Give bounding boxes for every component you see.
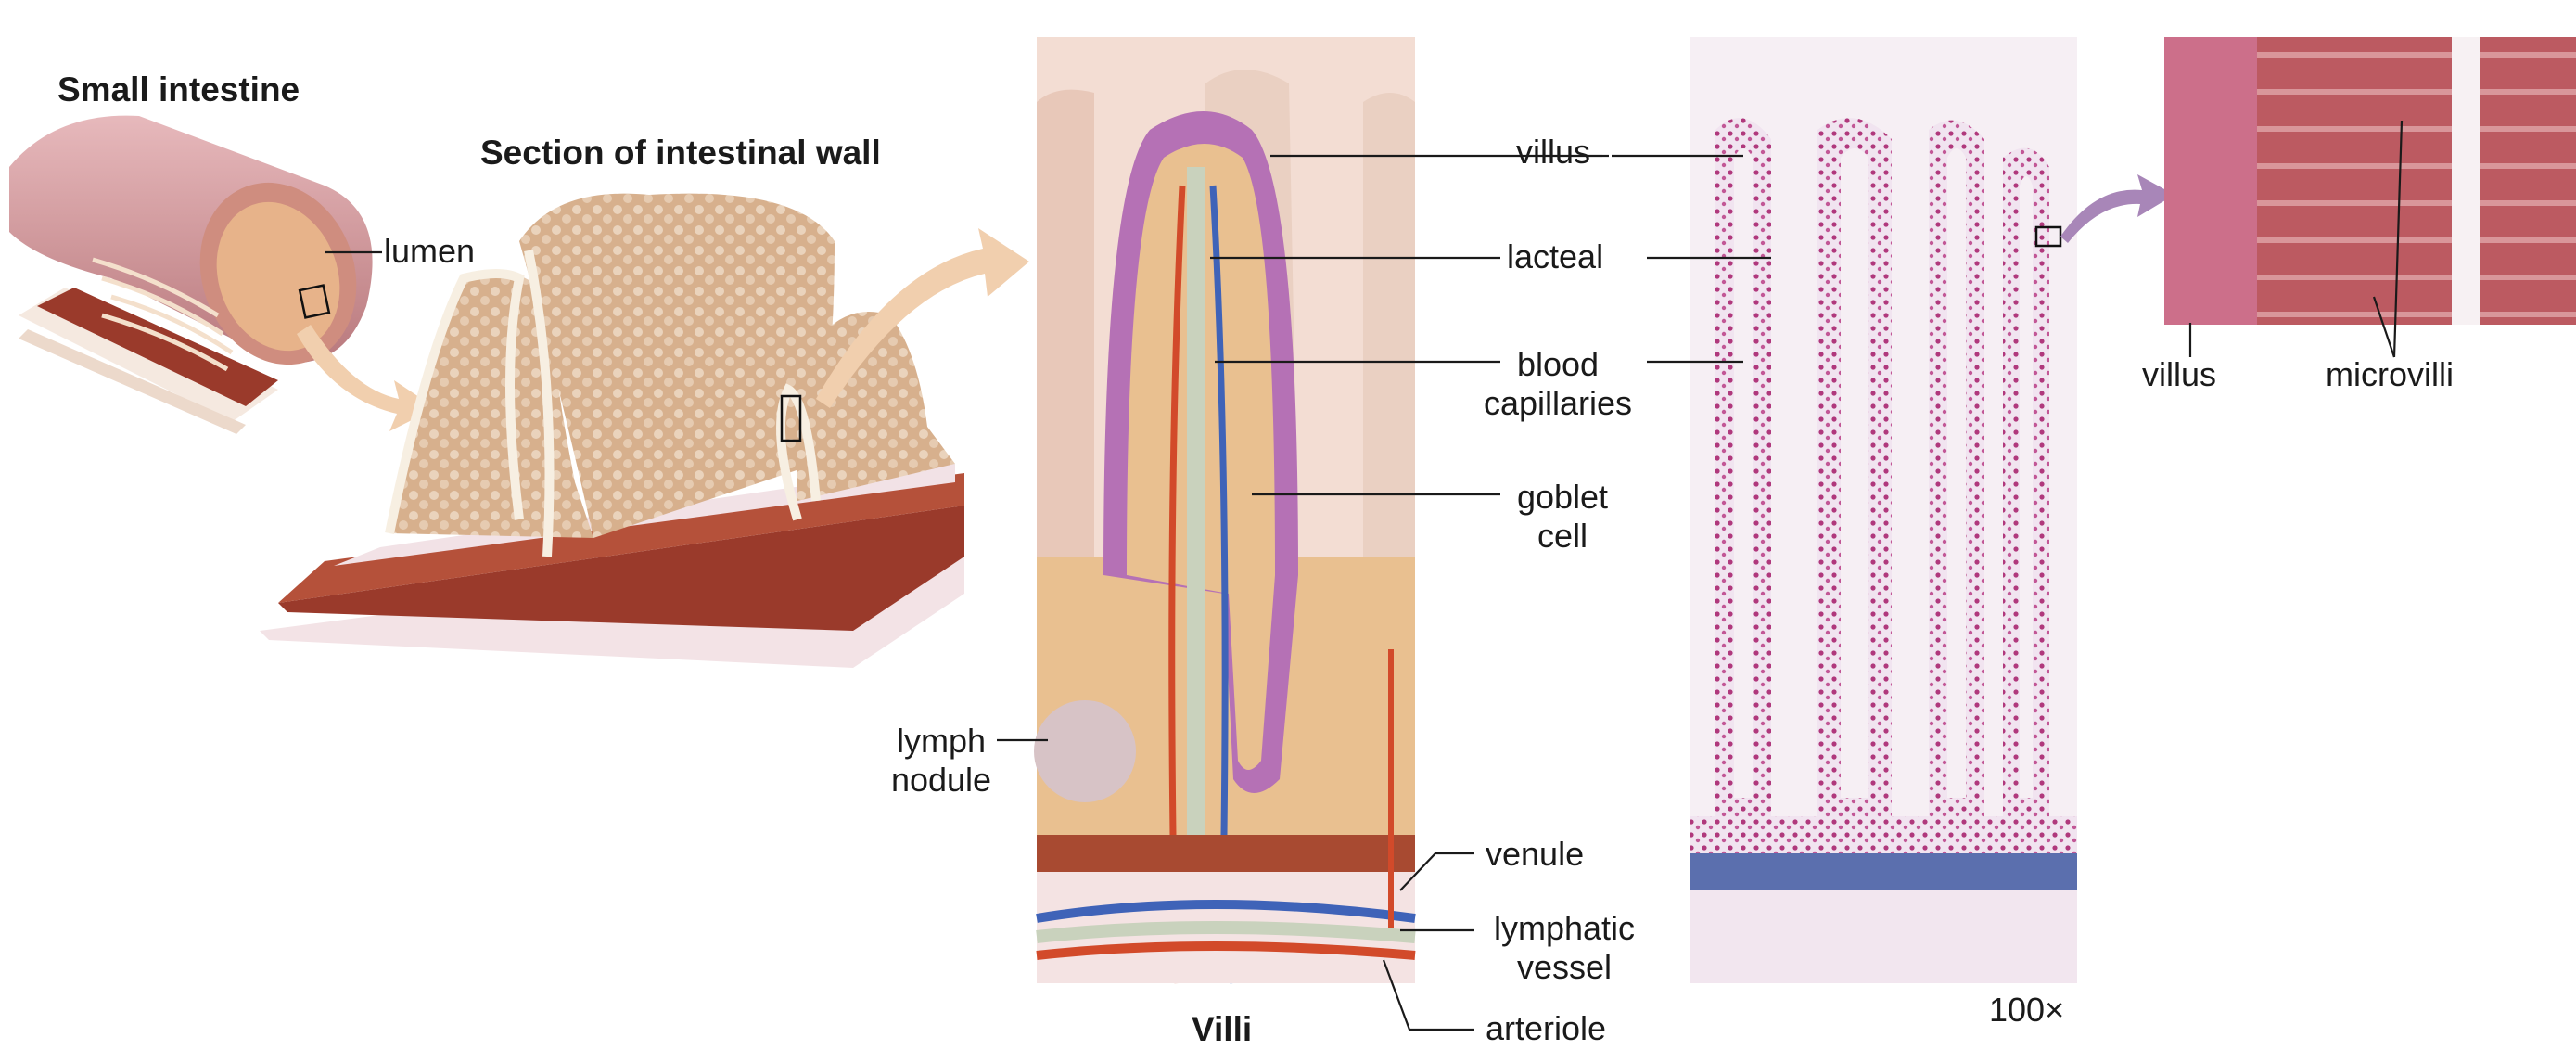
small-intestine-drawing bbox=[9, 115, 373, 434]
venule-label: venule bbox=[1486, 835, 1585, 873]
lacteal-label: lacteal bbox=[1507, 237, 1604, 275]
zoom-arrow-2 bbox=[816, 228, 1029, 408]
section-title: Section of intestinal wall bbox=[480, 134, 881, 172]
lymphatic-vessel-label: lymphatic vessel bbox=[1493, 909, 1636, 987]
goblet-cell-label: goblet cell bbox=[1516, 478, 1609, 556]
magnification-label: 100× bbox=[1989, 991, 2065, 1029]
intestinal-wall-block bbox=[260, 193, 964, 668]
lumen-label: lumen bbox=[384, 232, 476, 270]
microvilli-label: microvilli bbox=[2326, 355, 2454, 393]
micrograph-villus-label: villus bbox=[2142, 355, 2217, 393]
zoom-arrow-3 bbox=[2060, 174, 2174, 243]
villus-label: villus bbox=[1516, 133, 1591, 171]
arteriole-label: arteriole bbox=[1486, 1009, 1607, 1047]
villi-diagram bbox=[1034, 37, 1416, 984]
zoom-arrow-1 bbox=[297, 325, 436, 431]
small-intestine-title: Small intestine bbox=[57, 70, 300, 109]
villi-title: Villi bbox=[1192, 1010, 1253, 1048]
blood-capillaries-label: blood capillaries bbox=[1483, 345, 1633, 423]
lymph-nodule-label: lymph nodule bbox=[890, 722, 992, 800]
histology-micrograph bbox=[1690, 37, 2077, 983]
leader-lines bbox=[325, 120, 2404, 1031]
microvilli-micrograph bbox=[2164, 37, 2576, 325]
